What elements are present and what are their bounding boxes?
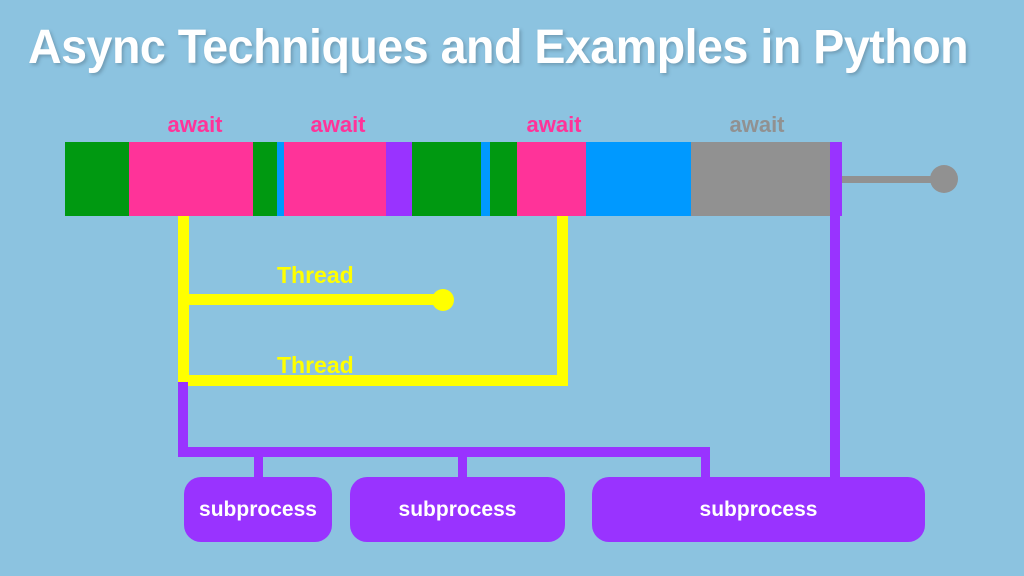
subprocess-box-3[interactable]: subprocess (592, 477, 925, 542)
timeline-segment-sync-green-2 (253, 142, 277, 216)
subprocess-drop-line-3 (458, 447, 467, 479)
subprocess-bus-line (178, 447, 710, 457)
subprocess-drop-line-2 (254, 447, 263, 479)
page-title: Async Techniques and Examples in Python (28, 21, 969, 74)
subprocess-box-1[interactable]: subprocess (184, 477, 332, 542)
subprocess-drop-line-4 (701, 447, 710, 479)
timeline-segment-proc-purple-2 (830, 142, 842, 216)
await-label-3: await (526, 112, 582, 137)
thread-label-1: Thread (277, 262, 354, 288)
thread-label-2: Thread (277, 352, 354, 378)
timeline-segment-thread-blue-1 (277, 142, 284, 216)
await-label-2: await (310, 112, 366, 137)
await-label-4: await (729, 112, 785, 137)
subprocess-right-riser-line (830, 216, 840, 478)
timeline-segment-sync-green-1 (65, 142, 129, 216)
thread-branch-line-1 (178, 294, 444, 305)
timeline-segment-await-pink-1 (129, 142, 253, 216)
thread-branch-line-2 (178, 375, 568, 386)
event-loop-timeline (65, 142, 842, 216)
timeline-segment-await-pink-3 (517, 142, 586, 216)
idle-line (842, 176, 934, 183)
timeline-segment-await-gray (691, 142, 830, 216)
thread-end-dot (432, 289, 454, 311)
subprocess-trunk-line (178, 382, 188, 457)
timeline-segment-thread-blue-2 (481, 142, 490, 216)
timeline-segment-sync-green-4 (490, 142, 517, 216)
await-label-1: await (167, 112, 223, 137)
timeline-segment-await-pink-2 (284, 142, 386, 216)
subprocess-box-2[interactable]: subprocess (350, 477, 565, 542)
timeline-segment-io-blue-3 (586, 142, 691, 216)
timeline-segment-proc-purple-1 (386, 142, 412, 216)
idle-end-dot (930, 165, 958, 193)
timeline-segment-sync-green-3 (412, 142, 481, 216)
thread-riser-line (557, 216, 568, 386)
